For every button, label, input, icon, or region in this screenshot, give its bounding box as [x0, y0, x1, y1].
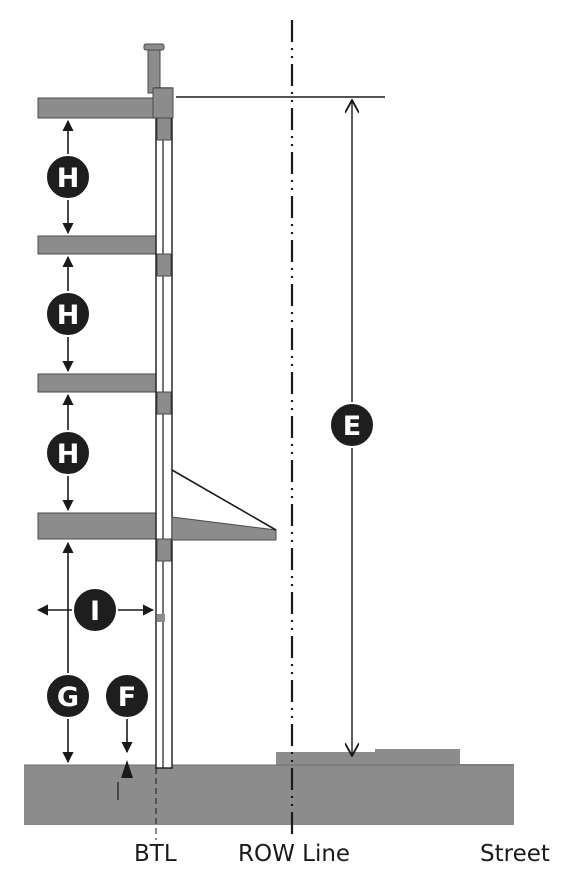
badge-i: I: [72, 587, 118, 633]
facade-wall: [152, 87, 174, 769]
floor-slab-3: [37, 373, 169, 393]
street-label: Street: [480, 841, 550, 867]
street-curb: [276, 749, 514, 765]
floor-slab-4: [37, 235, 169, 255]
badge-h-1: H: [45, 154, 91, 200]
roof-vent: [143, 43, 165, 94]
btl-marker: [117, 768, 157, 840]
dim-f: [121, 717, 133, 778]
badge-h-2: H: [45, 291, 91, 337]
badge-h-3: H: [45, 430, 91, 476]
ground-slab: [24, 765, 514, 825]
badge-h-1-text: H: [57, 163, 80, 194]
badge-f-text: F: [118, 682, 136, 713]
floor-slabs: [37, 97, 169, 540]
badge-e: E: [329, 402, 375, 448]
floor-slab-2: [37, 512, 169, 540]
row-line-label: ROW Line: [238, 841, 351, 867]
canopy: [171, 469, 277, 541]
badge-i-text: I: [90, 596, 100, 627]
btl-label: BTL: [134, 841, 177, 867]
badge-f: F: [104, 673, 150, 719]
badge-h-3-text: H: [57, 439, 80, 470]
badge-g: G: [45, 673, 91, 719]
ground: [24, 749, 514, 825]
roof-slab: [37, 97, 169, 119]
badge-e-text: E: [343, 411, 361, 442]
badge-h-2-text: H: [57, 300, 80, 331]
badge-g-text: G: [57, 682, 79, 713]
